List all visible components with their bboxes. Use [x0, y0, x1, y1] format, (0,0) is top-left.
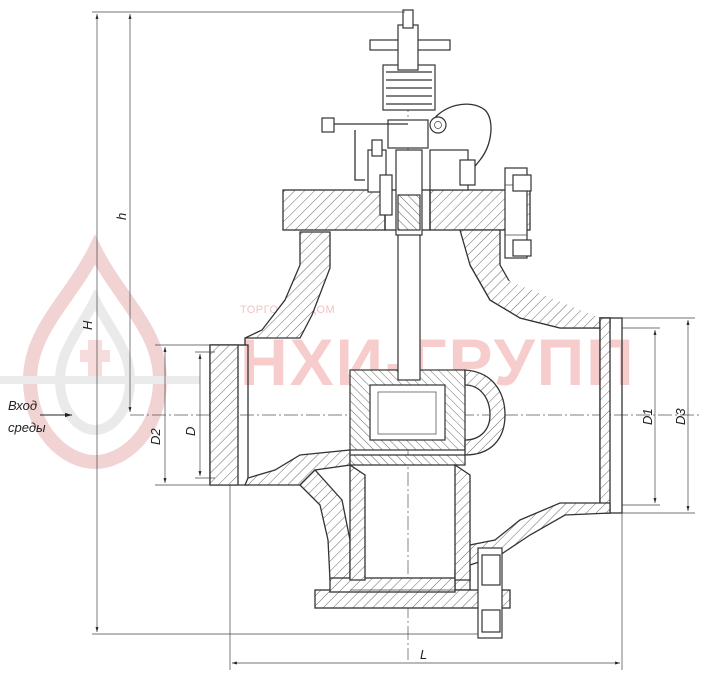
dim-label-D2: D2: [148, 428, 163, 445]
flow-inlet-label: Вход среды: [8, 398, 72, 435]
dimension-lines: [92, 11, 695, 670]
dim-label-L: L: [420, 647, 427, 662]
dim-label-D1: D1: [640, 408, 655, 425]
spring-coils: [382, 64, 436, 111]
dim-label-h: h: [114, 213, 129, 220]
valve-body: [209, 9, 623, 639]
dim-label-H: H: [80, 320, 95, 330]
dim-label-D: D: [183, 427, 198, 436]
watermark-logo-icon: [0, 234, 200, 470]
dim-label-D3: D3: [673, 408, 688, 425]
flow-label-line2: среды: [8, 420, 46, 435]
flow-label-line1: Вход: [8, 398, 37, 413]
